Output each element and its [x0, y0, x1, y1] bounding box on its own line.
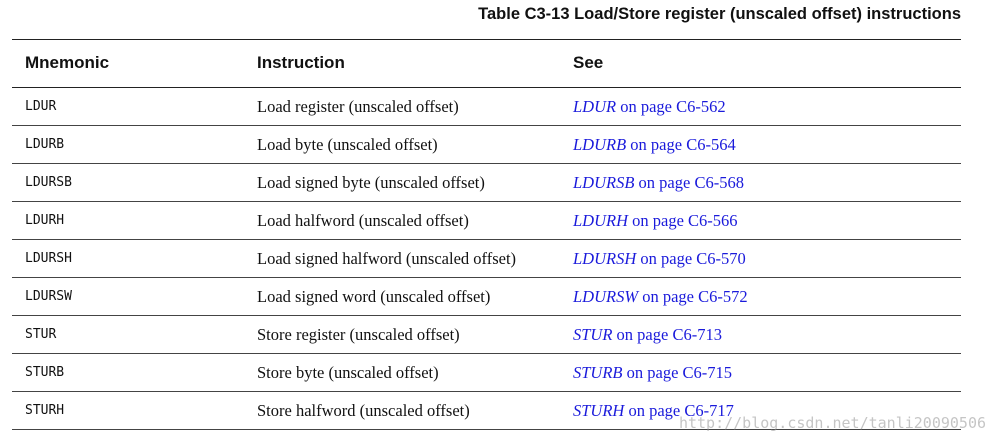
instruction-cell: Store halfword (unscaled offset)	[257, 401, 470, 420]
table-row: STUR Store register (unscaled offset) ST…	[12, 316, 961, 354]
table-row: LDURSW Load signed word (unscaled offset…	[12, 278, 961, 316]
table-top-rule	[12, 39, 961, 40]
mnemonic-cell: LDURSB	[25, 175, 72, 190]
see-link[interactable]: LDURSH on page C6-570	[573, 249, 746, 268]
instruction-cell: Load byte (unscaled offset)	[257, 135, 438, 154]
instruction-cell: Load signed byte (unscaled offset)	[257, 173, 485, 192]
table-row: LDURSB Load signed byte (unscaled offset…	[12, 164, 961, 202]
header-mnemonic: Mnemonic	[25, 53, 110, 72]
table-row: LDURSH Load signed halfword (unscaled of…	[12, 240, 961, 278]
see-link[interactable]: LDURSW on page C6-572	[573, 287, 748, 306]
table-row: STURB Store byte (unscaled offset) STURB…	[12, 354, 961, 392]
mnemonic-cell: LDURSH	[25, 251, 72, 266]
instruction-cell: Store register (unscaled offset)	[257, 325, 460, 344]
table-row: LDURB Load byte (unscaled offset) LDURB …	[12, 126, 961, 164]
see-link[interactable]: LDURH on page C6-566	[573, 211, 738, 230]
see-link[interactable]: LDUR on page C6-562	[573, 97, 726, 116]
header-instruction: Instruction	[257, 53, 345, 72]
table-row: LDURH Load halfword (unscaled offset) LD…	[12, 202, 961, 240]
table-header-row: Mnemonic Instruction See	[12, 40, 961, 88]
instruction-cell: Load register (unscaled offset)	[257, 97, 459, 116]
mnemonic-cell: LDURB	[25, 137, 65, 152]
mnemonic-cell: LDUR	[25, 99, 57, 114]
see-link[interactable]: LDURSB on page C6-568	[573, 173, 744, 192]
mnemonic-cell: LDURH	[25, 213, 65, 228]
instruction-cell: Load signed word (unscaled offset)	[257, 287, 491, 306]
instruction-table: Mnemonic Instruction See LDUR Load regis…	[12, 39, 961, 430]
header-see: See	[573, 53, 604, 72]
mnemonic-cell: STUR	[25, 327, 57, 342]
instruction-cell: Load signed halfword (unscaled offset)	[257, 249, 517, 268]
mnemonic-cell: STURH	[25, 403, 65, 418]
see-link[interactable]: LDURB on page C6-564	[573, 135, 736, 154]
mnemonic-cell: STURB	[25, 365, 65, 380]
table-row: LDUR Load register (unscaled offset) LDU…	[12, 88, 961, 126]
instruction-cell: Store byte (unscaled offset)	[257, 363, 439, 382]
see-link[interactable]: STUR on page C6-713	[573, 325, 722, 344]
table-row: STURH Store halfword (unscaled offset) S…	[12, 392, 961, 430]
mnemonic-cell: LDURSW	[25, 289, 72, 304]
see-link[interactable]: STURB on page C6-715	[573, 363, 733, 382]
table-caption: Table C3-13 Load/Store register (unscale…	[478, 5, 961, 23]
see-link[interactable]: STURH on page C6-717	[573, 401, 734, 420]
watermark-text: http://blog.csdn.net/tanli20090506	[678, 414, 986, 432]
instruction-cell: Load halfword (unscaled offset)	[257, 211, 469, 230]
